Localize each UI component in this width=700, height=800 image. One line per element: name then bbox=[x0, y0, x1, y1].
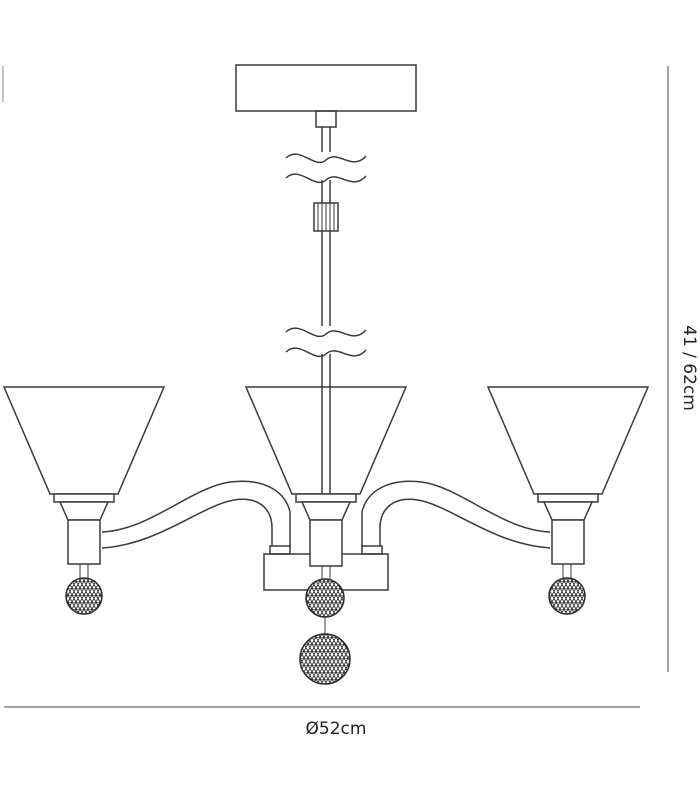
width-dimension-label: Ø52cm bbox=[306, 719, 367, 739]
center-lamp-shade bbox=[244, 386, 408, 521]
rod-coupler bbox=[313, 202, 339, 232]
hanging-crystal-ball bbox=[299, 617, 351, 685]
ceiling-plate bbox=[235, 64, 417, 112]
rod-break-symbol-lower bbox=[285, 326, 367, 358]
right-crystal-ball bbox=[548, 577, 586, 615]
rod-break-symbol-upper bbox=[285, 152, 367, 184]
left-arm bbox=[101, 480, 291, 549]
right-lamp-shade bbox=[486, 386, 650, 521]
center-lamp-holder bbox=[309, 519, 343, 580]
right-lamp-holder bbox=[551, 519, 585, 578]
left-lamp-holder bbox=[67, 519, 101, 578]
left-lamp-shade bbox=[2, 386, 166, 521]
left-crystal-ball bbox=[65, 577, 103, 615]
height-dimension-label: 41 / 62cm bbox=[679, 325, 699, 411]
top-connector bbox=[315, 110, 337, 128]
center-crystal-ball bbox=[305, 578, 345, 618]
right-arm bbox=[361, 480, 551, 549]
